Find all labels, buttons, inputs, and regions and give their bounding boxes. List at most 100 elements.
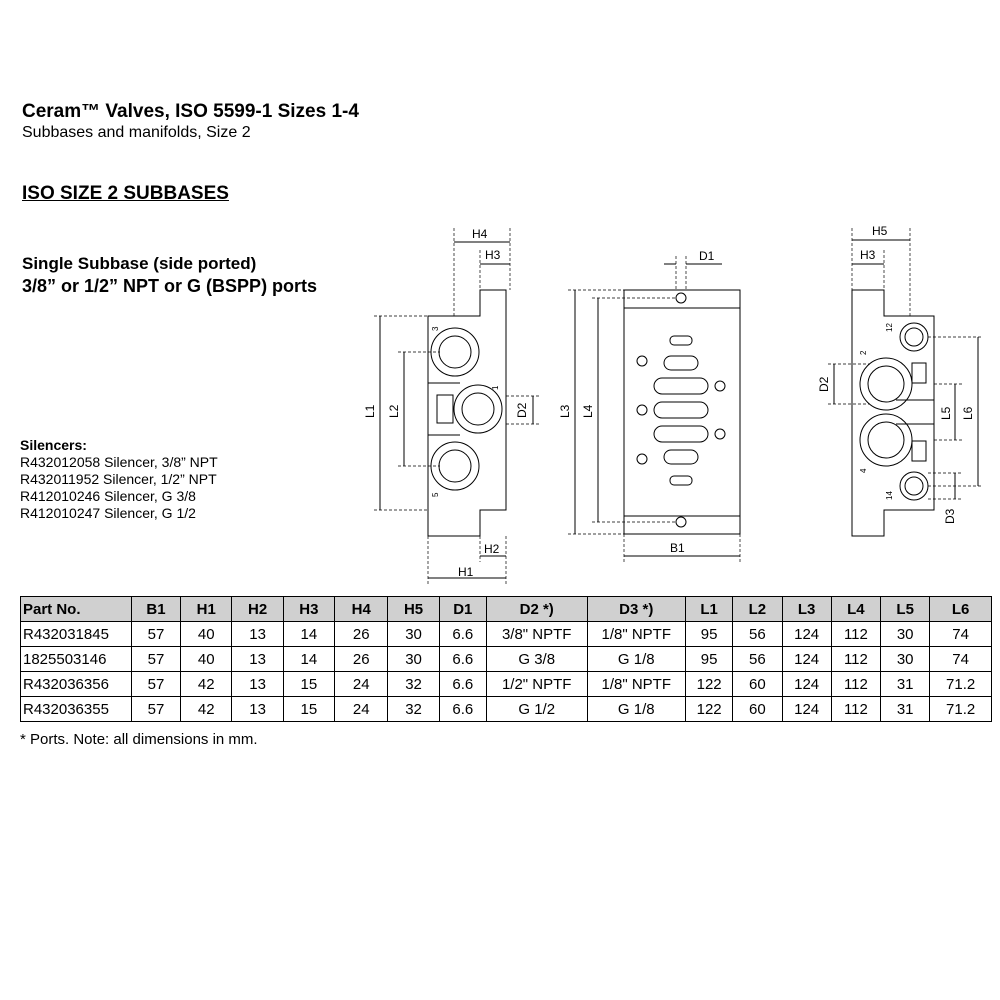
table-cell: 40 bbox=[180, 646, 233, 672]
dimensions-table: Part No. B1 H1 H2 H3 H4 H5 D1 D2 *) D3 *… bbox=[20, 596, 992, 722]
table-cell: 13 bbox=[231, 696, 284, 722]
footnote: * Ports. Note: all dimensions in mm. bbox=[20, 731, 258, 748]
table-cell: 40 bbox=[180, 621, 233, 647]
port-label-1: 1 bbox=[491, 385, 500, 390]
port-label-3: 3 bbox=[431, 326, 440, 331]
label-h1: H1 bbox=[458, 565, 474, 579]
silencer-item: R432011952 Silencer, 1/2” NPT bbox=[20, 471, 217, 487]
product-ports: 3/8” or 1/2” NPT or G (BSPP) ports bbox=[22, 276, 318, 296]
table-cell: 13 bbox=[231, 646, 284, 672]
product-name: Single Subbase (side ported) bbox=[22, 254, 257, 273]
label-l5: L5 bbox=[939, 406, 953, 420]
table-cell: 24 bbox=[334, 696, 389, 722]
table-cell: 122 bbox=[685, 671, 734, 697]
column-header: H2 bbox=[231, 596, 284, 622]
table-cell: 42 bbox=[180, 671, 233, 697]
table-cell: 122 bbox=[685, 696, 734, 722]
table-cell: 112 bbox=[830, 646, 882, 672]
table-cell: 32 bbox=[387, 696, 440, 722]
table-cell: 1/8" NPTF bbox=[586, 621, 687, 647]
port-label-5: 5 bbox=[431, 492, 440, 497]
label-l6: L6 bbox=[961, 406, 975, 420]
table-cell: 56 bbox=[732, 621, 783, 647]
part-number-cell: 1825503146 bbox=[20, 646, 132, 672]
column-header: H5 bbox=[387, 596, 440, 622]
table-cell: 95 bbox=[685, 621, 734, 647]
silencers-heading: Silencers: bbox=[20, 437, 87, 453]
column-header: L5 bbox=[880, 596, 931, 622]
table-cell: 30 bbox=[387, 646, 440, 672]
column-header: L1 bbox=[685, 596, 734, 622]
label-l1: L1 bbox=[363, 404, 377, 418]
silencers-list: Silencers: R432012058 Silencer, 3/8” NPT… bbox=[20, 437, 218, 522]
table-cell: G 1/8 bbox=[586, 646, 687, 672]
port-label-2: 2 bbox=[859, 350, 868, 355]
label-h3: H3 bbox=[485, 248, 501, 262]
table-cell: 13 bbox=[231, 671, 284, 697]
table-cell: 26 bbox=[334, 646, 389, 672]
label-l4: L4 bbox=[581, 404, 595, 418]
column-header: D3 *) bbox=[586, 596, 687, 622]
table-cell: 30 bbox=[880, 621, 931, 647]
silencer-item: R412010246 Silencer, G 3/8 bbox=[20, 488, 196, 504]
table-cell: 71.2 bbox=[929, 671, 992, 697]
table-header-row: Part No. B1 H1 H2 H3 H4 H5 D1 D2 *) D3 *… bbox=[20, 596, 992, 622]
top-view-drawing bbox=[568, 256, 741, 562]
label-b1: B1 bbox=[670, 541, 685, 555]
table-cell: 95 bbox=[685, 646, 734, 672]
column-header: L3 bbox=[781, 596, 832, 622]
column-header: Part No. bbox=[20, 596, 132, 622]
table-cell: 31 bbox=[880, 671, 931, 697]
part-number-cell: R432031845 bbox=[20, 621, 132, 647]
port-label-14: 14 bbox=[885, 491, 894, 500]
table-cell: 124 bbox=[781, 621, 832, 647]
column-header: B1 bbox=[130, 596, 182, 622]
page-title: Ceram™ Valves, ISO 5599-1 Sizes 1-4 bbox=[22, 101, 359, 122]
table-cell: 26 bbox=[334, 621, 389, 647]
table-cell: 57 bbox=[130, 621, 182, 647]
table-cell: 6.6 bbox=[438, 671, 487, 697]
table-cell: 31 bbox=[880, 696, 931, 722]
table-cell: 124 bbox=[781, 696, 832, 722]
label-d3: D3 bbox=[943, 508, 957, 524]
table-cell: 124 bbox=[781, 646, 832, 672]
column-header: H3 bbox=[282, 596, 336, 622]
table-cell: 13 bbox=[231, 621, 284, 647]
table-cell: 15 bbox=[282, 696, 336, 722]
table-cell: G 1/2 bbox=[485, 696, 588, 722]
end-view-drawing bbox=[828, 228, 982, 537]
part-number-cell: R432036355 bbox=[20, 696, 132, 722]
table-cell: 112 bbox=[830, 671, 882, 697]
column-header: D1 bbox=[438, 596, 487, 622]
table-cell: 60 bbox=[732, 696, 783, 722]
label-h5: H5 bbox=[872, 224, 888, 238]
table-cell: 6.6 bbox=[438, 696, 487, 722]
table-cell: 1/2" NPTF bbox=[485, 671, 588, 697]
table-cell: 6.6 bbox=[438, 621, 487, 647]
technical-drawings: H4 H3 H2 H1 L1 L2 D2 D1 L3 L4 B1 H5 H3 D… bbox=[363, 224, 982, 584]
side-view-drawing bbox=[374, 228, 540, 584]
table-cell: 14 bbox=[282, 621, 336, 647]
label-h2: H2 bbox=[484, 542, 500, 556]
column-header: L4 bbox=[830, 596, 882, 622]
column-header: D2 *) bbox=[485, 596, 588, 622]
table-cell: 14 bbox=[282, 646, 336, 672]
section-title: ISO SIZE 2 SUBBASES bbox=[22, 183, 229, 204]
table-cell: G 3/8 bbox=[485, 646, 588, 672]
table-cell: 71.2 bbox=[929, 696, 992, 722]
label-d1: D1 bbox=[699, 249, 715, 263]
column-header: H1 bbox=[180, 596, 233, 622]
label-h4: H4 bbox=[472, 227, 488, 241]
label-l3: L3 bbox=[558, 404, 572, 418]
table-cell: 56 bbox=[732, 646, 783, 672]
table-cell: 112 bbox=[830, 621, 882, 647]
table-cell: 57 bbox=[130, 671, 182, 697]
table-cell: 30 bbox=[387, 621, 440, 647]
table-cell: 24 bbox=[334, 671, 389, 697]
port-label-4: 4 bbox=[859, 468, 868, 473]
table-cell: 57 bbox=[130, 696, 182, 722]
column-header: H4 bbox=[334, 596, 389, 622]
table-cell: 3/8" NPTF bbox=[485, 621, 588, 647]
